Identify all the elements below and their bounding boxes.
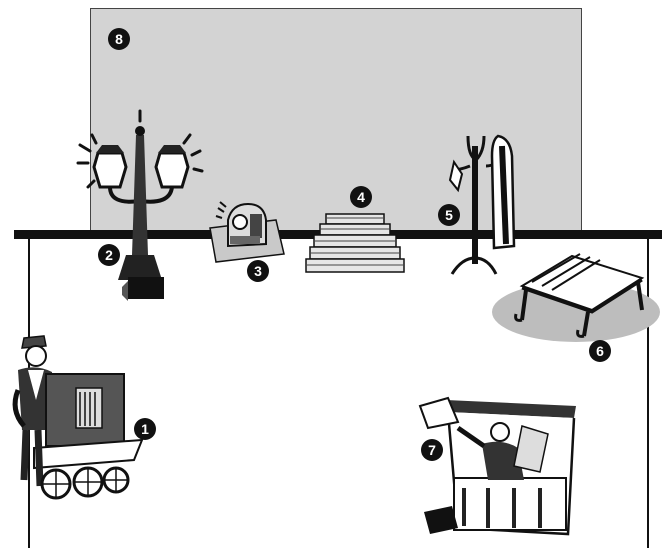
radio-clipart	[206, 198, 286, 264]
organ-grinder-clipart	[4, 330, 144, 510]
newspaper-stand-clipart	[418, 388, 580, 536]
marker-badge-backdrop: 8	[108, 28, 130, 50]
marker-badge-bench: 6	[589, 340, 611, 362]
stairs-clipart	[305, 212, 405, 274]
marker-badge-street-lamp: 2	[98, 244, 120, 266]
right-wall-line	[647, 238, 649, 548]
marker-badge-coat-rack: 5	[438, 204, 460, 226]
marker-badge-radio: 3	[247, 260, 269, 282]
marker-badge-stairs: 4	[350, 186, 372, 208]
marker-badge-organ-grinder: 1	[134, 418, 156, 440]
street-lamp-clipart	[70, 105, 210, 310]
marker-badge-newspaper-stand: 7	[421, 439, 443, 461]
bench-clipart	[492, 248, 660, 344]
coat-rack-clipart	[440, 126, 526, 276]
